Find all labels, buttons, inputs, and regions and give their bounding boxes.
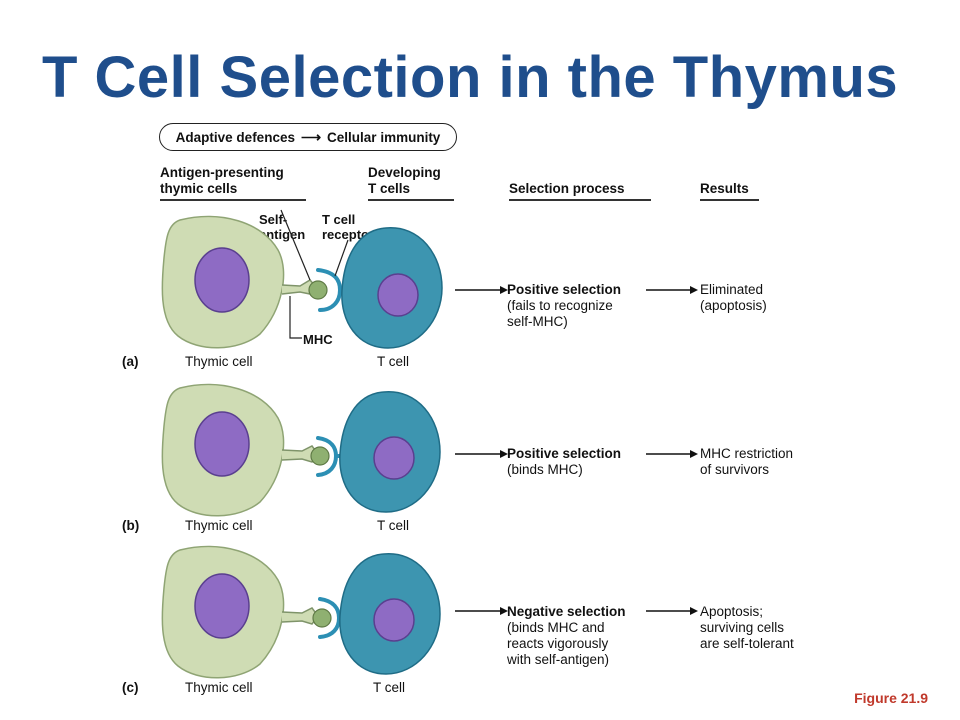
row-b-process: Positive selection(binds MHC) (507, 446, 621, 478)
row-c-tcell-label: T cell (373, 680, 406, 695)
pathway-breadcrumb: Adaptive defences ⟶ Cellular immunity (159, 123, 457, 151)
process-title: Positive selection (507, 282, 622, 297)
callout-mhc: MHC (303, 332, 333, 347)
row-a-result: Eliminated (apoptosis) (700, 282, 767, 313)
arrowhead (500, 286, 508, 294)
row-a-diagram (161, 209, 698, 349)
arrowhead (690, 450, 698, 458)
row-a-tcell-label: T cell (377, 354, 410, 369)
pathway-to: Cellular immunity (327, 129, 441, 145)
row-a-process: Positive selection(fails to recognize se… (507, 282, 621, 330)
header-underline (160, 199, 306, 201)
header-selection-process: Selection process (509, 181, 625, 196)
row-a-thymic-label: Thymic cell (185, 354, 253, 369)
arrowhead (500, 607, 508, 615)
pathway-from: Adaptive defences (175, 129, 295, 145)
row-b-tag: (b) (122, 518, 140, 533)
row-b-tcell-label: T cell (377, 518, 410, 533)
process-detail: (fails to recognize self-MHC) (507, 298, 613, 329)
self-antigen (308, 280, 328, 300)
t-cell-nucleus (373, 598, 415, 642)
header-underline (509, 199, 651, 201)
process-title: Negative selection (507, 604, 626, 619)
row-c-thymic-label: Thymic cell (185, 680, 253, 695)
header-results: Results (700, 181, 749, 196)
row-c-result: Apoptosis; surviving cells are self-tole… (700, 604, 794, 651)
self-antigen (310, 446, 330, 466)
callout-self-antigen: Self- antigen (259, 212, 306, 242)
process-title: Positive selection (507, 446, 622, 461)
t-cell-nucleus (377, 273, 419, 317)
leader-line (280, 209, 311, 281)
thymic-nucleus (194, 411, 250, 477)
header-underline (700, 199, 759, 201)
row-b-thymic-label: Thymic cell (185, 518, 253, 533)
arrowhead (500, 450, 508, 458)
arrowhead (690, 286, 698, 294)
arrow-right-icon: ⟶ (300, 128, 322, 145)
row-c-tag: (c) (122, 680, 139, 695)
page-title: T Cell Selection in the Thymus (42, 45, 899, 110)
thymic-nucleus (194, 247, 250, 313)
header-presenting-cells: Antigen-presenting thymic cells (160, 165, 284, 196)
row-b-result: MHC restriction of survivors (700, 446, 794, 477)
row-c-process: Negative selection(binds MHC and reacts … (507, 604, 626, 668)
process-detail: (binds MHC) (507, 462, 583, 477)
leader-line (334, 239, 349, 277)
row-b-diagram (161, 383, 698, 517)
t-cell-nucleus (373, 436, 415, 480)
self-antigen (312, 608, 332, 628)
header-developing-cells: Developing T cells (368, 165, 441, 196)
row-a-tag: (a) (122, 354, 139, 369)
process-detail: (binds MHC and reacts vigorously with se… (507, 620, 610, 667)
arrowhead (690, 607, 698, 615)
mhc-molecule (281, 607, 319, 625)
header-underline (368, 199, 454, 201)
leader-line (289, 296, 302, 339)
row-c-diagram (161, 545, 698, 679)
thymic-nucleus (194, 573, 250, 639)
figure-label: Figure 21.9 (854, 690, 928, 706)
